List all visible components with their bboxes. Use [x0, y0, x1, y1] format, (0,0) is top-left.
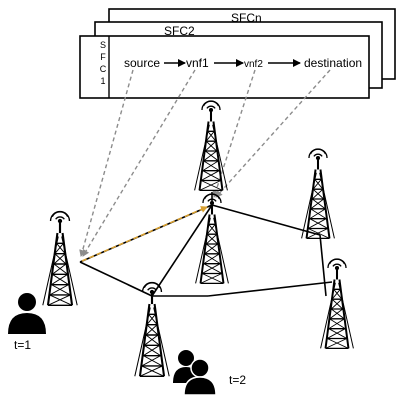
user-icon: [8, 293, 46, 334]
sfc1-box: [79, 35, 370, 99]
mapping-arrow-vnf2: [212, 69, 256, 198]
tower-icon: [319, 257, 355, 350]
user-group-icon: [173, 350, 217, 396]
chain-source: source: [124, 56, 160, 70]
tower-icon: [41, 210, 79, 307]
sfc2-title: SFC2: [164, 24, 195, 38]
mapping-arrow-vnf1: [82, 69, 196, 257]
handover-arrow: [81, 206, 208, 262]
chain-destination: destination: [304, 56, 362, 70]
chain-vnf2: vnf2: [244, 59, 263, 70]
link: [319, 234, 327, 297]
svg-text:C: C: [100, 64, 107, 74]
sfc1-side-label: S F C 1: [100, 40, 107, 86]
link: [79, 261, 153, 297]
vnf-mapping-arrows: [79, 69, 331, 257]
time-label-t1: t=1: [14, 338, 31, 352]
svg-text:1: 1: [100, 76, 105, 86]
chain-vnf1: vnf1: [186, 56, 209, 70]
link: [79, 204, 213, 263]
link: [211, 204, 321, 236]
sfc-stack: SFCn SFC2 S F C 1 source vnf1 vnf2 desti…: [79, 8, 396, 99]
tower-icon: [193, 99, 229, 192]
svg-text:S: S: [100, 40, 106, 50]
tower-icon: [300, 147, 336, 240]
link: [207, 281, 333, 297]
time-label-t2: t=2: [229, 373, 246, 387]
network-links: [79, 192, 333, 297]
link: [151, 204, 213, 297]
mapping-arrow-destination: [215, 69, 331, 198]
svg-text:F: F: [100, 52, 106, 62]
